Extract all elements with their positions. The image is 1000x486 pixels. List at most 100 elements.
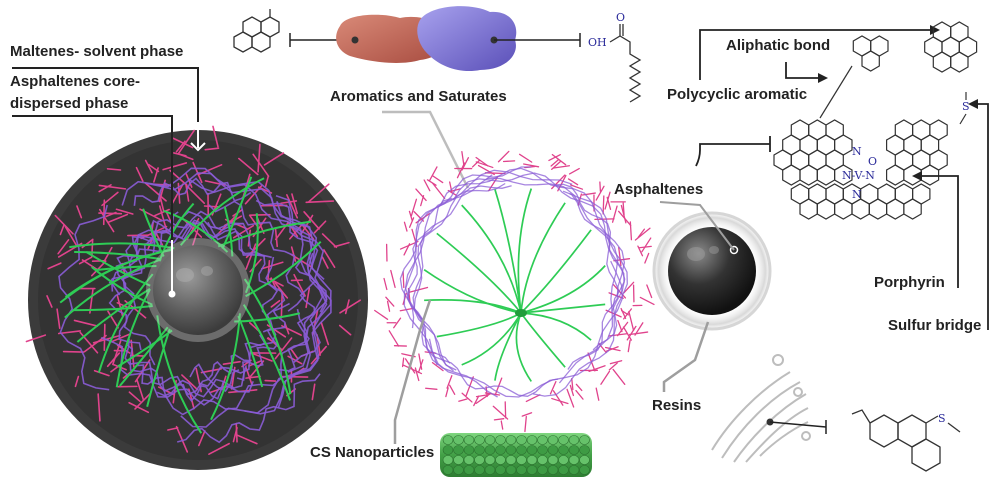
polycyclic-arrow: [699, 29, 930, 80]
ring-resin-strand: [461, 157, 470, 171]
ring-resin-strand: [385, 296, 395, 307]
ring-resin-strand: [550, 159, 560, 167]
ring-chain-strand: [562, 190, 619, 370]
ring-resin-strand: [617, 319, 623, 333]
nano-bead: [568, 455, 580, 465]
resin-strand: [107, 213, 129, 223]
aromatic-ring: [833, 164, 853, 186]
nano-bead: [484, 455, 496, 465]
resin-strand: [98, 184, 127, 190]
ring-green-strand: [461, 312, 522, 366]
ring-resin-strand: [638, 245, 652, 249]
resin-strand: [98, 208, 115, 233]
resin-strand: [232, 224, 255, 239]
resin-strand: [274, 337, 293, 360]
resin-strand: [290, 348, 299, 360]
asphaltenes-leader: [659, 201, 735, 251]
ring-resin-strand: [475, 394, 489, 398]
nano-bead: [547, 465, 559, 475]
ring-resin-strand: [484, 172, 506, 175]
ring-resin-strand: [471, 159, 481, 168]
ring-resin-strand: [581, 192, 596, 196]
nano-bead: [558, 455, 569, 465]
nano-bead: [484, 435, 496, 445]
resin-strand: [159, 195, 165, 213]
ring-resin-strand: [428, 166, 438, 182]
nano-bead: [516, 455, 527, 465]
ring-green-strand: [461, 204, 522, 314]
resin-strand: [46, 295, 53, 308]
green-strand: [234, 312, 301, 323]
ring-resin-strand: [431, 182, 446, 200]
nano-bead: [537, 445, 548, 455]
ring-resin-strand: [551, 153, 567, 166]
resin-strand: [311, 383, 316, 401]
ring-green-strand: [436, 232, 522, 314]
green-strand: [156, 315, 203, 434]
green-strand: [223, 206, 234, 257]
ring-resin-strand: [595, 185, 605, 201]
porphyrin-arrow: [920, 175, 959, 288]
resin-strand: [90, 260, 107, 277]
resin-strand: [238, 157, 259, 176]
open-micelle: [374, 150, 655, 433]
chain-strand: [156, 308, 308, 416]
porphyrin-sheet: [773, 119, 948, 220]
resin-strand: [198, 430, 206, 447]
chain-strand: [58, 204, 110, 391]
resin-strand: [321, 233, 338, 249]
resin-strand: [339, 299, 362, 314]
ring-green-strand: [520, 265, 606, 314]
resin-strand: [286, 194, 299, 219]
resin-strand: [181, 374, 199, 391]
nano-bead: [453, 455, 464, 465]
ring-resin-strand: [600, 370, 611, 385]
aromatic-ring: [920, 164, 940, 186]
ring-resin-strand: [426, 179, 437, 186]
ring-resin-strand: [475, 161, 494, 169]
nano-bead: [495, 465, 506, 475]
ring-resin-strand: [623, 281, 635, 294]
resin-strand: [64, 225, 78, 246]
ring-resin-strand: [609, 360, 623, 365]
ring-green-strand: [423, 268, 522, 314]
resin-organelle: [711, 354, 811, 463]
aromatics-label: Aromatics and Saturates: [330, 88, 507, 105]
resin-strand: [264, 175, 270, 188]
ring-resin-strand: [432, 175, 444, 184]
ring-resin-strand: [390, 269, 396, 289]
resin-strand: [172, 152, 187, 157]
resin-strand: [56, 308, 61, 330]
resin-strand: [128, 401, 150, 414]
nano-bead: [505, 465, 517, 475]
resin-strand: [97, 393, 101, 422]
resin-strand: [185, 182, 190, 202]
nano-bead: [463, 455, 475, 465]
ring-resin-strand: [628, 331, 649, 336]
ring-resin-strand: [617, 210, 632, 227]
aliphatic-arrow: [785, 62, 818, 79]
nano-bead: [442, 445, 454, 455]
resin-strand: [252, 153, 270, 177]
resin-strand: [129, 354, 146, 357]
ring-resin-strand: [523, 163, 540, 168]
resin-strand: [102, 246, 113, 264]
nano-bead: [463, 465, 475, 475]
nano-bead: [526, 445, 538, 455]
ring-resin-strand: [639, 296, 655, 306]
ring-resin-strand: [393, 317, 402, 329]
resin-strand: [91, 239, 94, 258]
ring-purple-mesh: [399, 166, 628, 398]
ring-resin-strand: [628, 310, 635, 332]
aromatic-ring: [816, 164, 836, 186]
nano-bead: [558, 435, 569, 445]
protein-complex: [336, 6, 517, 72]
resin-strand: [57, 330, 82, 335]
ring-resin-strand: [383, 277, 388, 291]
aromatic-ring: [851, 198, 870, 220]
nano-bead: [547, 435, 559, 445]
resin-strand: [47, 262, 62, 270]
ring-resin-strand: [493, 418, 505, 421]
resin-strand: [204, 147, 220, 151]
green-strand: [115, 288, 151, 388]
